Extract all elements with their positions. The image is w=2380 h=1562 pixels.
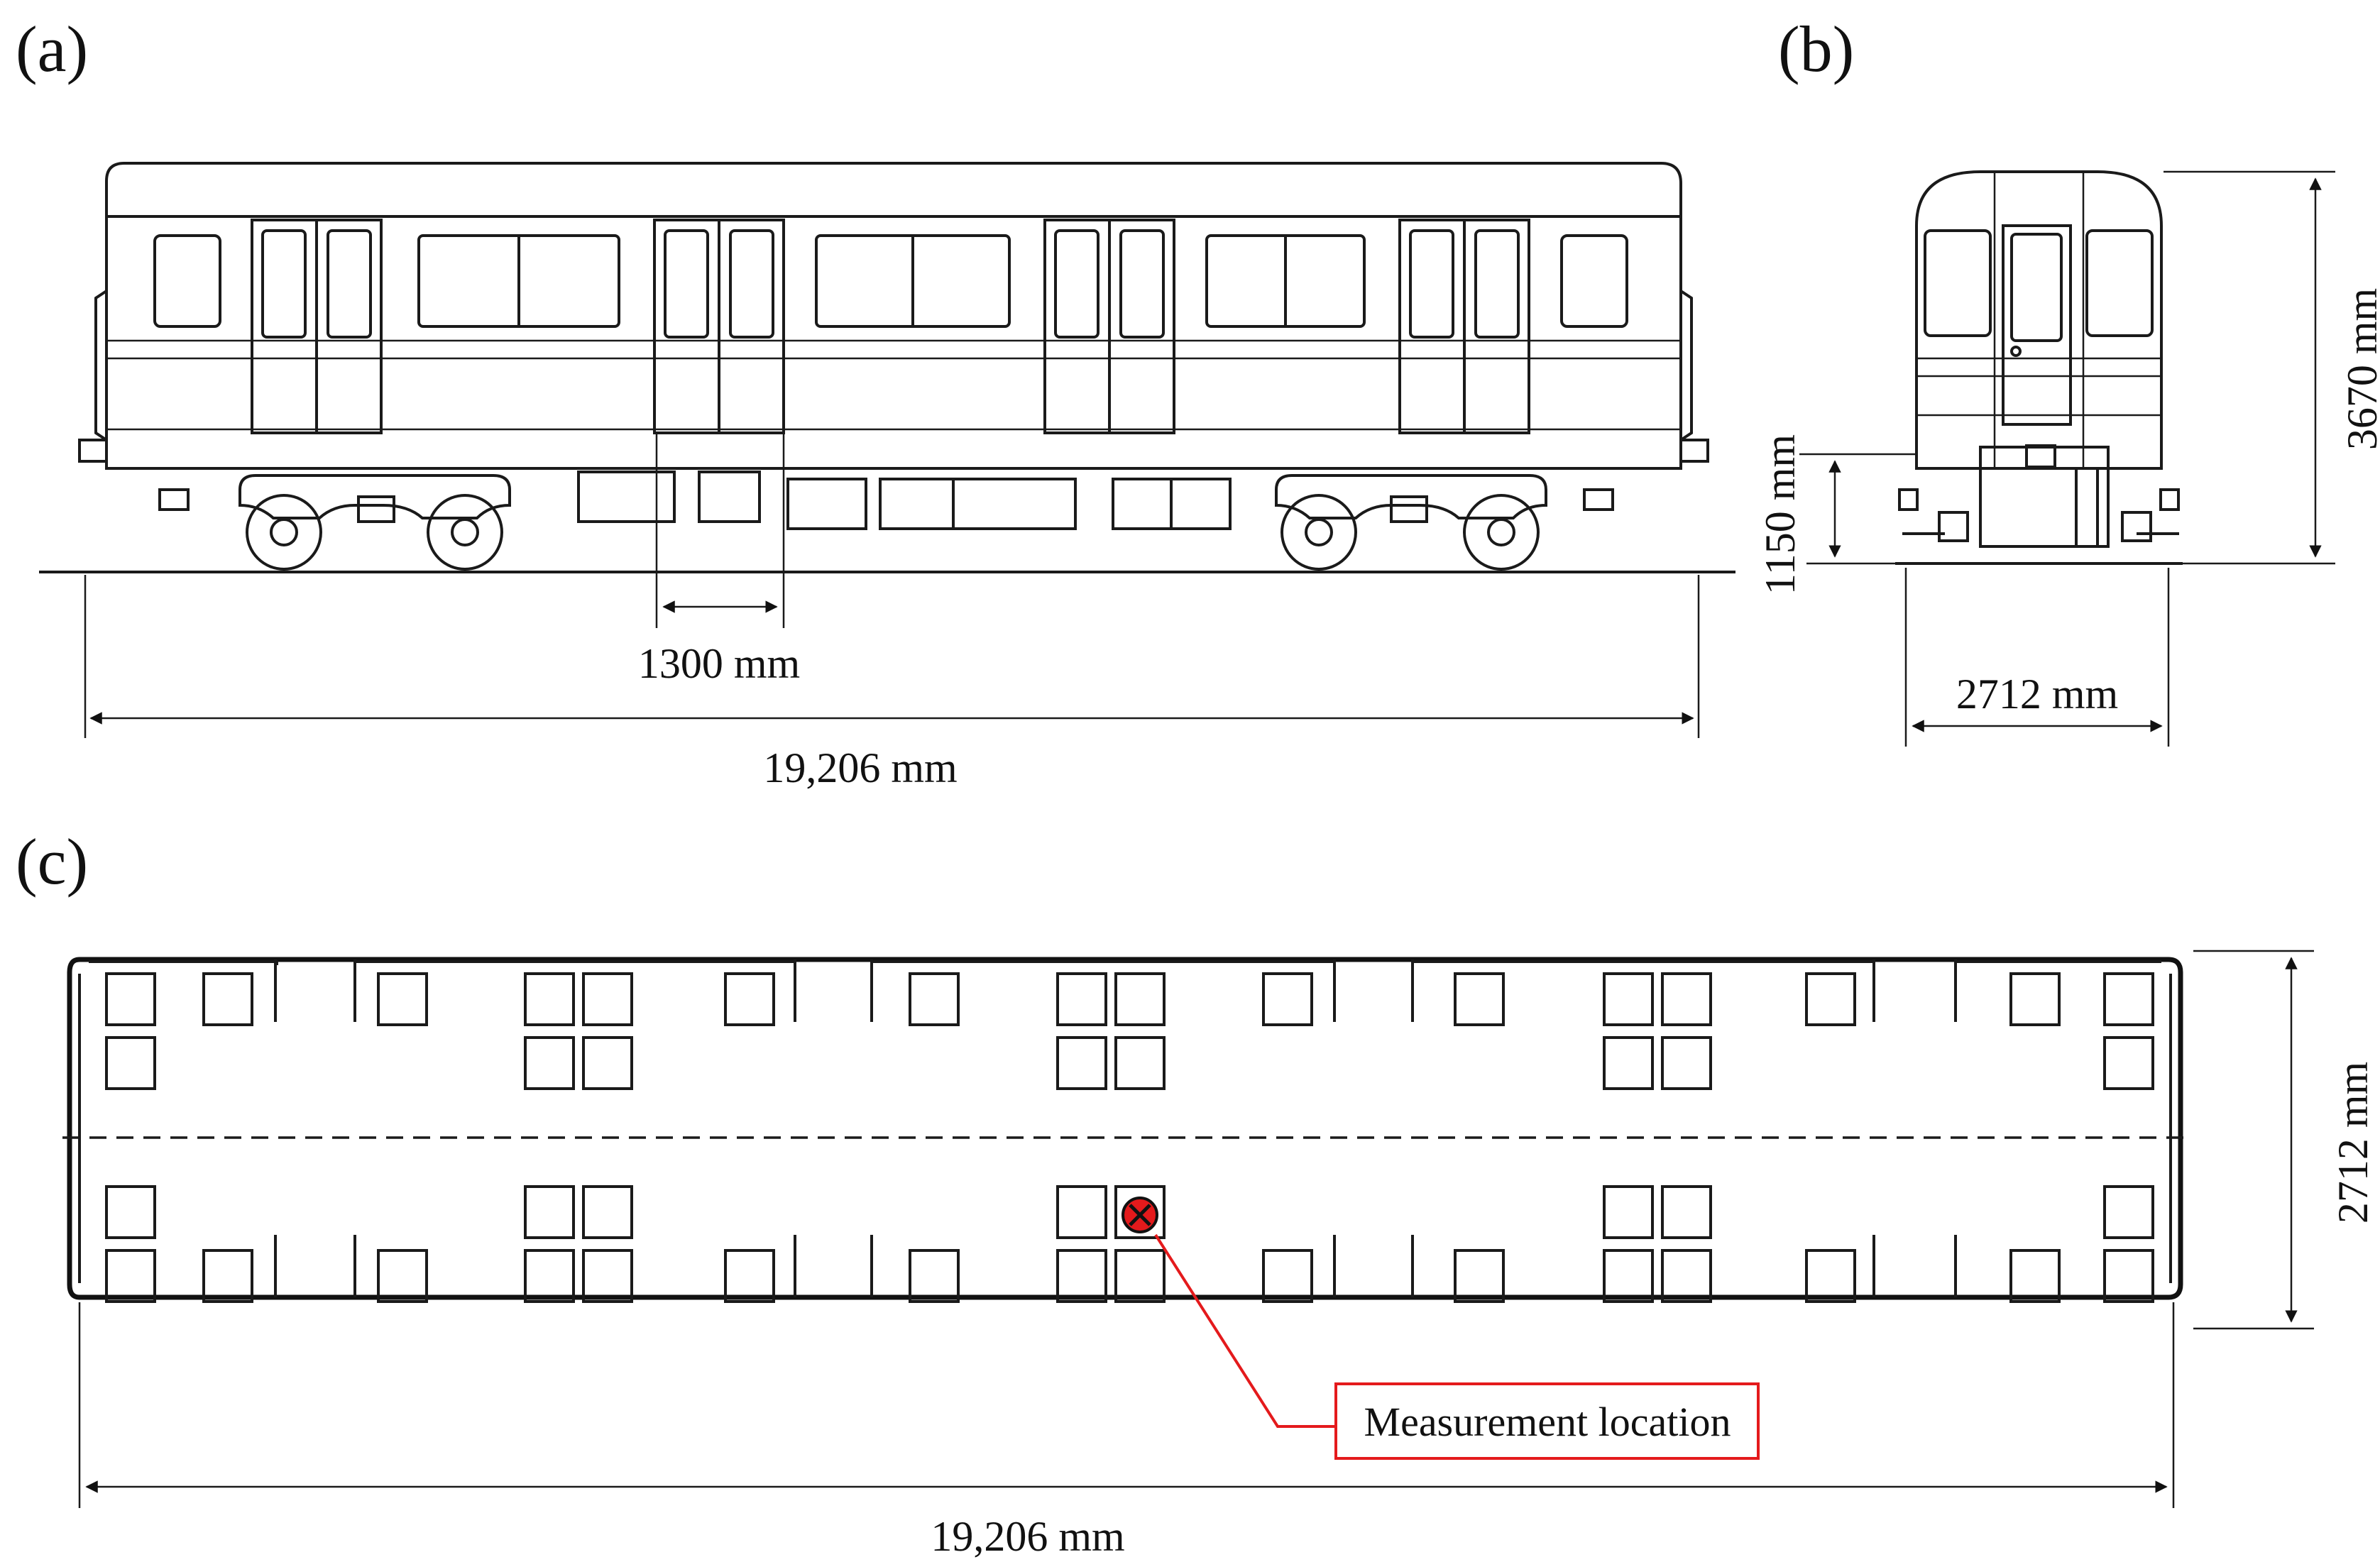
- plan-outline: [67, 957, 2183, 1300]
- door-width-label: 1300 mm: [638, 640, 800, 687]
- side-view: 1300 mm 19,206 mm: [39, 162, 1735, 791]
- panel-label-a: (a): [16, 13, 88, 85]
- callout-leader: [1154, 1233, 1334, 1428]
- front-window-right: [2085, 229, 2154, 337]
- panel-label-b: (b): [1778, 13, 1854, 85]
- side-length-label: 19,206 mm: [763, 744, 957, 791]
- coupler-left: [78, 439, 108, 463]
- front-view: 3670 mm 1150 mm 2712 mm: [1757, 170, 2380, 747]
- plan-width-label: 2712 mm: [2330, 1062, 2376, 1223]
- front-body: [1915, 170, 2163, 470]
- plan-length-label: 19,206 mm: [931, 1513, 1124, 1560]
- panel-label-c: (c): [16, 825, 88, 898]
- side-doors: [251, 219, 1530, 434]
- plan-seats: [105, 972, 2154, 1303]
- side-windows: [153, 234, 1628, 328]
- front-window-left: [1924, 229, 1992, 337]
- front-coupler-box: [1979, 446, 2110, 548]
- car-body: [105, 162, 1682, 470]
- underframe-equipment: [158, 471, 1614, 530]
- floor-height-label: 1150 mm: [1757, 434, 1804, 595]
- measurement-location-label: Measurement location: [1364, 1399, 1731, 1445]
- bogie-left: [238, 474, 511, 571]
- front-width-label: 2712 mm: [1956, 671, 2118, 717]
- coupler-right: [1679, 439, 1709, 463]
- plan-door-posts: [274, 959, 1957, 1297]
- bogie-right: [1275, 474, 1547, 571]
- height-label: 3670 mm: [2339, 288, 2380, 450]
- callout-box: [1334, 1382, 1760, 1460]
- plan-view: Measurement location 2712 mm 19,206 mm: [62, 950, 2376, 1560]
- front-door: [2002, 224, 2072, 426]
